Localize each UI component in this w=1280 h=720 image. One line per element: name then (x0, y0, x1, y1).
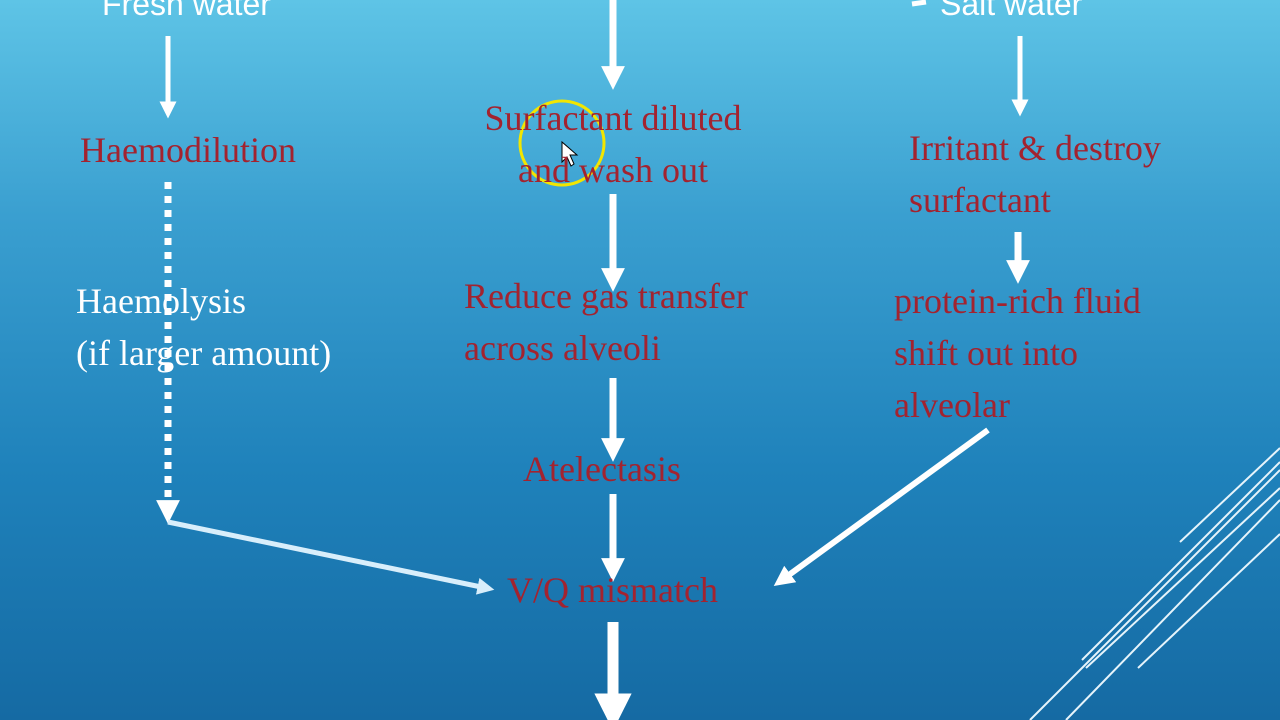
protein-fluid-line-3: alveolar (894, 385, 1010, 425)
haemolysis-line-1: Haemolysis (76, 281, 246, 321)
reduce-gas-line-2: across alveoli (464, 328, 661, 368)
haemolysis-node: Haemolysis (if larger amount) (76, 275, 331, 379)
surfactant-line-2: and wash out (518, 150, 708, 190)
protein-fluid-line-1: protein-rich fluid (894, 281, 1141, 321)
surfactant-node: Surfactant diluted and wash out (460, 92, 766, 196)
haemodilution-node: Haemodilution (80, 130, 296, 170)
irritant-node: Irritant & destroy surfactant (909, 122, 1161, 226)
reduce-gas-node: Reduce gas transfer across alveoli (464, 270, 748, 374)
vq-mismatch-node: V/Q mismatch (507, 570, 718, 610)
irritant-line-2: surfactant (909, 180, 1051, 220)
diagonal-lines-decoration (1029, 447, 1280, 720)
cursor-highlight-ring (518, 99, 606, 187)
arrow-top-right-partial (911, 0, 927, 7)
arrow-haemolysis-to-vq (167, 519, 495, 595)
atelectasis-node: Atelectasis (523, 449, 681, 489)
protein-fluid-node: protein-rich fluid shift out into alveol… (894, 275, 1141, 431)
fresh-water-label: Fresh water (102, 0, 271, 22)
arrow-protein-to-vq (773, 427, 990, 587)
salt-water-label: Salt water (940, 0, 1083, 22)
haemolysis-line-2: (if larger amount) (76, 333, 332, 373)
reduce-gas-line-1: Reduce gas transfer (464, 276, 748, 316)
mouse-pointer-icon (561, 140, 579, 167)
surfactant-line-1: Surfactant diluted (484, 98, 742, 138)
irritant-line-1: Irritant & destroy (909, 128, 1161, 168)
protein-fluid-line-2: shift out into (894, 333, 1079, 373)
